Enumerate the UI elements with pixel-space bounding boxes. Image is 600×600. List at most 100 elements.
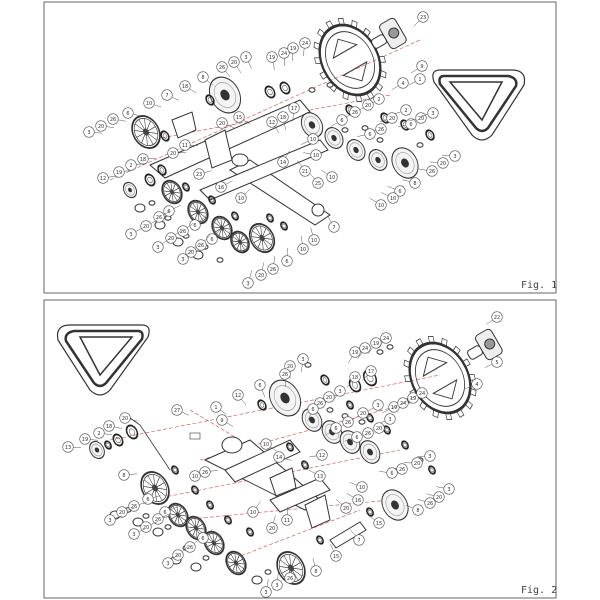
callout: 20 [116,506,135,518]
callout: 19 [368,337,382,354]
ring-inner [282,223,286,229]
callout: 3 [271,572,283,591]
callout-bubble [179,139,191,151]
washer [326,407,334,413]
callout-bubble [254,379,266,391]
fig2-label: Fig. 2 [521,585,558,596]
callout-number: 26 [131,504,137,510]
callout: 3 [260,579,272,598]
ring-inner [159,167,165,173]
ring-inner [259,402,265,408]
callout-number: 19 [116,170,122,176]
disk-face [213,82,237,108]
callout-bubble [235,192,247,204]
wheel-hub [259,234,265,242]
wheel-hub [211,540,217,546]
callout-bubble [161,89,173,101]
callout-number: 18 [182,84,188,90]
callout: 26 [336,416,354,430]
callout-bubble [308,234,320,246]
callout-leader [330,122,338,127]
callout-leader [182,546,189,552]
ring-inner [147,176,153,184]
spoked-wheel [211,215,233,241]
callout-number: 8 [413,181,416,187]
callout-number: 15 [236,115,242,121]
callout-bubble [326,171,338,183]
callout-bubble [380,332,392,344]
callout-bubble [142,493,154,505]
callout: 12 [97,172,116,184]
callout-number: 25 [315,181,321,187]
callout: 2 [125,159,144,171]
callout-bubble [396,463,408,475]
callout-bubble [125,228,137,240]
fig1-exploded-view: 2391419241924320268187106262031718152202… [83,11,526,289]
callout-number: 3 [376,403,379,409]
idler-disk [89,440,105,460]
disk-hub [308,121,316,129]
wheel-spoke [154,482,165,489]
fig1-label: Fig. 1 [521,280,558,291]
idler-disk [381,489,409,521]
disk-hub [220,89,230,101]
callout-leader [162,239,169,244]
callout: 26 [128,500,147,512]
callout-bubble [349,106,361,118]
callout-bubble [386,467,398,479]
callout: 20 [266,515,278,534]
end-cap [132,517,144,527]
wheel-inner-rim [142,473,168,503]
callout-bubble [437,157,449,169]
axle-cap [311,203,325,217]
ring-inner [128,428,136,436]
callout: 14 [273,451,292,463]
callout-number: 20 [98,124,104,130]
callout-leader [348,356,353,364]
callout-number: 3 [156,245,159,251]
disk-hub [401,158,409,168]
idler-disk [324,127,344,149]
callout-bubble [216,117,228,129]
washer [326,82,334,88]
callout-leader [309,172,315,179]
bearing-ring [160,130,170,142]
callout-number: 10 [359,485,365,491]
callout-number: 10 [300,247,306,253]
callout-number: 3 [108,518,111,524]
callout: 12 [309,449,328,461]
callout: 8 [197,71,214,86]
callout-leader [377,342,383,349]
wheel-hub [175,512,181,518]
callout-number: 12 [269,120,275,126]
spoked-wheel [131,115,161,149]
callout: 20 [321,391,335,409]
idler-disk [346,139,366,161]
callout: 3 [162,554,179,569]
callout-leader [138,528,146,532]
assembly-axis-line [189,409,241,441]
callout: 25 [309,172,324,189]
callout: 20 [430,157,449,169]
callout: 10 [320,169,338,183]
callout: 6 [142,493,161,505]
callout-bubble [426,165,438,177]
callout-number: 12 [235,393,241,399]
callout-bubble [199,466,211,478]
bearing-ring [144,173,156,187]
ring-inner [210,197,214,203]
callout-leader [357,134,365,137]
callout-number: 6 [398,189,401,195]
callout: 6 [344,431,363,443]
callout-bubble [240,51,252,63]
callout: 20 [426,491,445,503]
callout-number: 26 [427,501,433,507]
callout-leader [284,458,292,461]
callout-leader [398,124,406,127]
callout-bubble [365,365,377,377]
callout-number: 20 [231,60,237,66]
callout-bubble [273,451,285,463]
callout-number: 26 [287,576,293,582]
ring-outer [231,211,239,221]
callout: 24 [357,342,371,359]
